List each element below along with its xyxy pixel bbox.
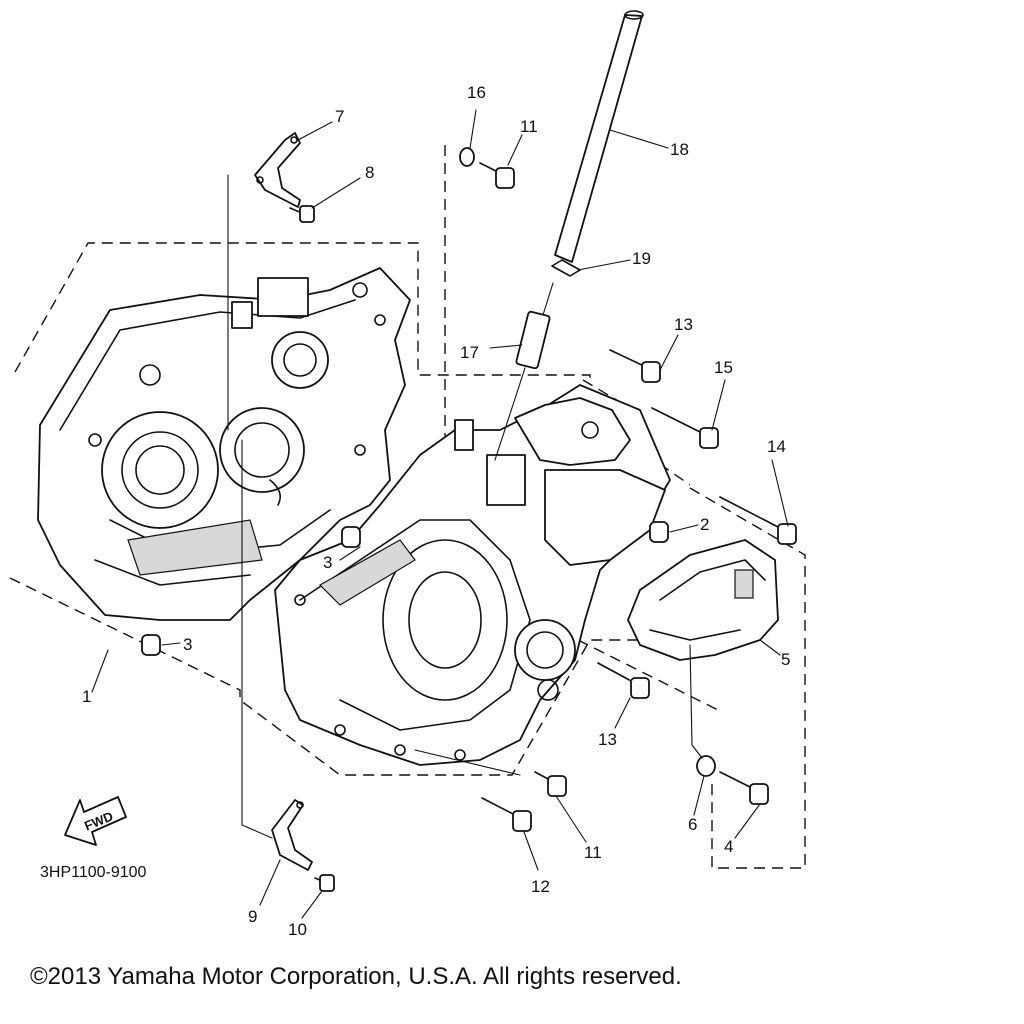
copyright-notice: ©2013 Yamaha Motor Corporation, U.S.A. A… (30, 963, 682, 990)
callout-13b: 13 (598, 730, 617, 749)
dowel-pin-2 (649, 521, 669, 543)
dowel-pin-3b (141, 634, 161, 656)
dowel-pins (141, 521, 669, 656)
callout-6: 6 (688, 815, 697, 834)
crankcase-right-half (274, 384, 671, 776)
callout-11a: 11 (520, 117, 538, 136)
callout-16: 16 (467, 83, 486, 102)
leader-lines (91, 109, 789, 919)
bolt-15 (651, 407, 719, 449)
callout-17: 17 (460, 343, 479, 362)
callout-4: 4 (724, 837, 733, 856)
bolt-13-top (609, 349, 661, 383)
diagram-code: 3HP1100-9100 (40, 864, 147, 881)
callout-numbers: 1 2 3 3 4 5 6 7 8 9 10 11 11 12 13 13 14… (82, 83, 790, 939)
forward-arrow-icon: FWD (64, 796, 127, 846)
callout-13a: 13 (674, 315, 693, 334)
breather-pipe-17 (494, 282, 554, 461)
plate-7 (254, 132, 301, 208)
callout-14: 14 (767, 437, 786, 456)
callout-15: 15 (714, 358, 733, 377)
crankcase-cover-5 (627, 539, 779, 661)
callout-7: 7 (335, 107, 344, 126)
callout-12: 12 (531, 877, 550, 896)
bolt-14 (719, 496, 797, 545)
callout-3a: 3 (323, 553, 332, 572)
crankcase-exploded-diagram: FWD 3HP1100-9100 1 2 3 3 4 5 6 7 8 9 10 … (9, 10, 806, 939)
callout-8: 8 (365, 163, 374, 182)
bolt-11-top (479, 162, 515, 189)
assembly-boundaries (9, 145, 806, 869)
callout-10: 10 (288, 920, 307, 939)
plate-9 (271, 799, 313, 871)
fasteners (241, 147, 797, 892)
callout-5: 5 (781, 650, 790, 669)
screw-8 (289, 205, 315, 223)
callout-3b: 3 (183, 635, 192, 654)
callout-9: 9 (248, 907, 257, 926)
bolt-11-bottom (534, 771, 567, 797)
washer-16 (459, 147, 475, 167)
washer-6 (696, 755, 716, 777)
dowel-pin-3a (341, 526, 361, 548)
callout-18: 18 (670, 140, 689, 159)
screw-10 (314, 874, 335, 892)
callout-11b: 11 (584, 843, 602, 862)
bolt-13-bottom (597, 662, 650, 699)
callout-19: 19 (632, 249, 651, 268)
callout-1: 1 (82, 687, 91, 706)
bolt-12 (481, 797, 532, 832)
hose-clip-19 (551, 259, 581, 277)
crankcase-left-half (37, 174, 411, 621)
bolt-4 (719, 771, 769, 805)
callout-2: 2 (700, 515, 709, 534)
breather-hose-18 (554, 10, 644, 263)
